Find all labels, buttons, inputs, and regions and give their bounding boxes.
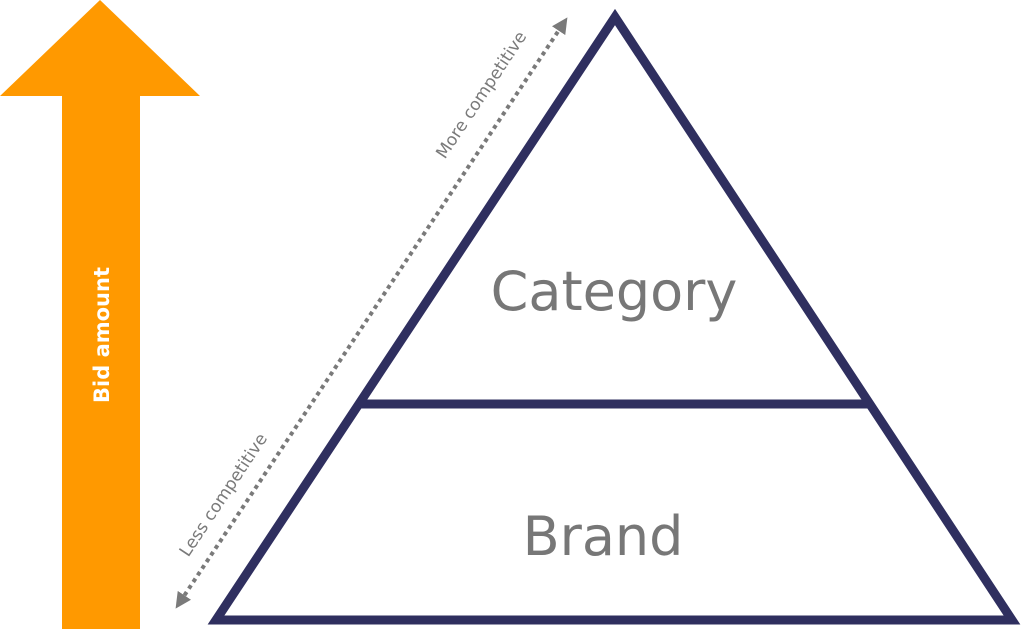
pyramid-outline	[207, 8, 1021, 625]
pyramid-level-category: Category	[491, 260, 738, 323]
bid-amount-label: Bid amount	[90, 267, 114, 403]
pyramid: Category Brand	[207, 8, 1021, 625]
bid-amount-arrow: Bid amount	[0, 0, 200, 629]
orange-up-arrow-icon	[0, 0, 200, 629]
pyramid-level-brand: Brand	[523, 505, 684, 568]
less-competitive-label: Less competitive	[176, 430, 272, 561]
dotted-double-arrow-icon	[175, 17, 568, 609]
